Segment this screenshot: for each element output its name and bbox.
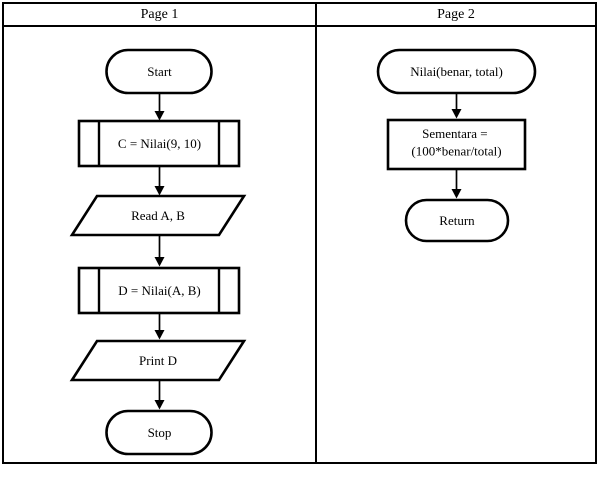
return-terminator-shape — [404, 198, 510, 243]
page2-flowchart: Nilai(benar, total) Sementara = (100*ben… — [317, 27, 595, 462]
read-ab-io-shape — [69, 194, 247, 237]
page1-header: Page 1 — [4, 4, 315, 27]
page1-diagram: Start C = Nilai(9, 10) — [69, 48, 247, 456]
stop-terminator-shape — [105, 409, 213, 456]
c-assign-label: C = Nilai(9, 10) — [118, 136, 201, 151]
page2-header: Page 2 — [317, 4, 595, 27]
page2-diagram: Nilai(benar, total) Sementara = (100*ben… — [376, 48, 537, 243]
sementara-label: Sementara = (100*benar/total) — [411, 126, 501, 159]
arrow-nilai-to-sementara — [451, 93, 462, 119]
arrow-c-to-read — [154, 166, 165, 196]
start-label: Start — [147, 64, 172, 79]
page1-column: Page 1 Start C = Nilai(9, 10) — [4, 4, 317, 462]
nilai-entry-label: Nilai(benar, total) — [410, 64, 503, 79]
print-d-io-shape — [69, 339, 247, 382]
d-assign-predefined-process-shape — [77, 266, 241, 315]
arrow-d-to-print — [154, 313, 165, 340]
page2-title: Page 2 — [437, 7, 475, 22]
flowchart-table: Page 1 Start C = Nilai(9, 10) — [2, 2, 597, 464]
sementara-process-shape — [386, 118, 527, 171]
arrow-sementara-to-return — [451, 169, 462, 199]
arrow-start-to-c — [154, 93, 165, 121]
arrow-read-to-d — [154, 235, 165, 267]
return-label: Return — [439, 213, 475, 228]
page1-flowchart: Start C = Nilai(9, 10) — [4, 27, 315, 462]
page2-column: Page 2 Nilai(benar, total) Sementara = (… — [317, 4, 595, 462]
arrow-print-to-stop — [154, 380, 165, 410]
c-assign-predefined-process-shape — [77, 119, 241, 168]
stop-label: Stop — [148, 425, 172, 440]
page1-title: Page 1 — [140, 7, 179, 22]
print-d-label: Print D — [139, 353, 177, 368]
d-assign-label: D = Nilai(A, B) — [118, 283, 200, 298]
read-ab-label: Read A, B — [131, 208, 185, 223]
